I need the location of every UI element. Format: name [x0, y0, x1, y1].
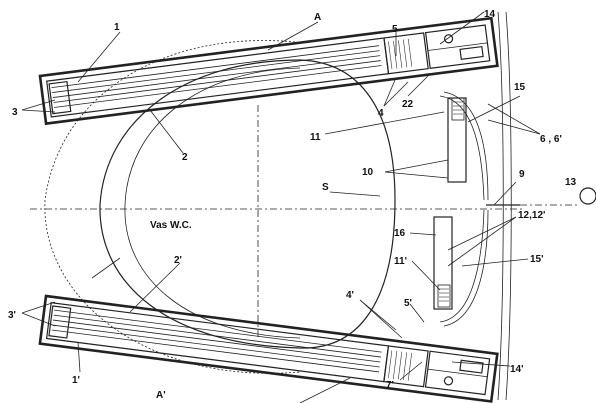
label-13: 13: [565, 177, 577, 188]
label-vas: Vas W.C.: [150, 220, 192, 231]
label-5p: 5': [404, 298, 412, 309]
label-14: 14: [484, 9, 496, 20]
label-S: S: [322, 182, 329, 193]
label-6: 6 , 6': [540, 134, 562, 145]
lower-arm: [38, 294, 499, 403]
label-4p: 4': [346, 290, 354, 301]
label-12: 12,12': [518, 210, 545, 221]
label-3p: 3': [8, 310, 16, 321]
label-1: 1: [114, 22, 120, 33]
toilet-bowl-inner: [124, 67, 301, 339]
leader-lines: [21, 11, 541, 403]
label-A: A: [314, 12, 321, 23]
label-10: 10: [362, 167, 374, 178]
label-14p: 14': [510, 364, 524, 375]
toilet-outer-outline: [44, 40, 301, 374]
label-7p: 7': [386, 380, 394, 391]
upper-arm: [38, 16, 499, 126]
label-4: 4: [378, 108, 384, 119]
label-A-prime: A': [156, 390, 166, 401]
label-5: 5: [392, 24, 398, 35]
control-knob: [579, 187, 596, 205]
cable-upper: [439, 95, 485, 201]
tank-wall: [497, 11, 504, 401]
label-15p: 15': [530, 254, 544, 265]
cable-upper-b: [443, 91, 489, 201]
label-15: 15: [514, 82, 526, 93]
label-11p: 11': [394, 256, 407, 267]
label-1p: 1': [72, 375, 80, 386]
tank-wall-inner: [505, 11, 512, 401]
label-16: 16: [394, 228, 406, 239]
toilet-bowl-outline: [99, 59, 396, 349]
label-3: 3: [12, 107, 18, 118]
label-11: 11: [310, 132, 321, 143]
label-2: 2: [182, 152, 188, 163]
cable-lower-b: [443, 209, 489, 327]
label-9: 9: [519, 169, 525, 180]
label-22: 22: [402, 99, 414, 110]
slider-lower: [433, 216, 453, 310]
cable-lower: [439, 209, 485, 323]
label-2p: 2': [174, 255, 182, 266]
